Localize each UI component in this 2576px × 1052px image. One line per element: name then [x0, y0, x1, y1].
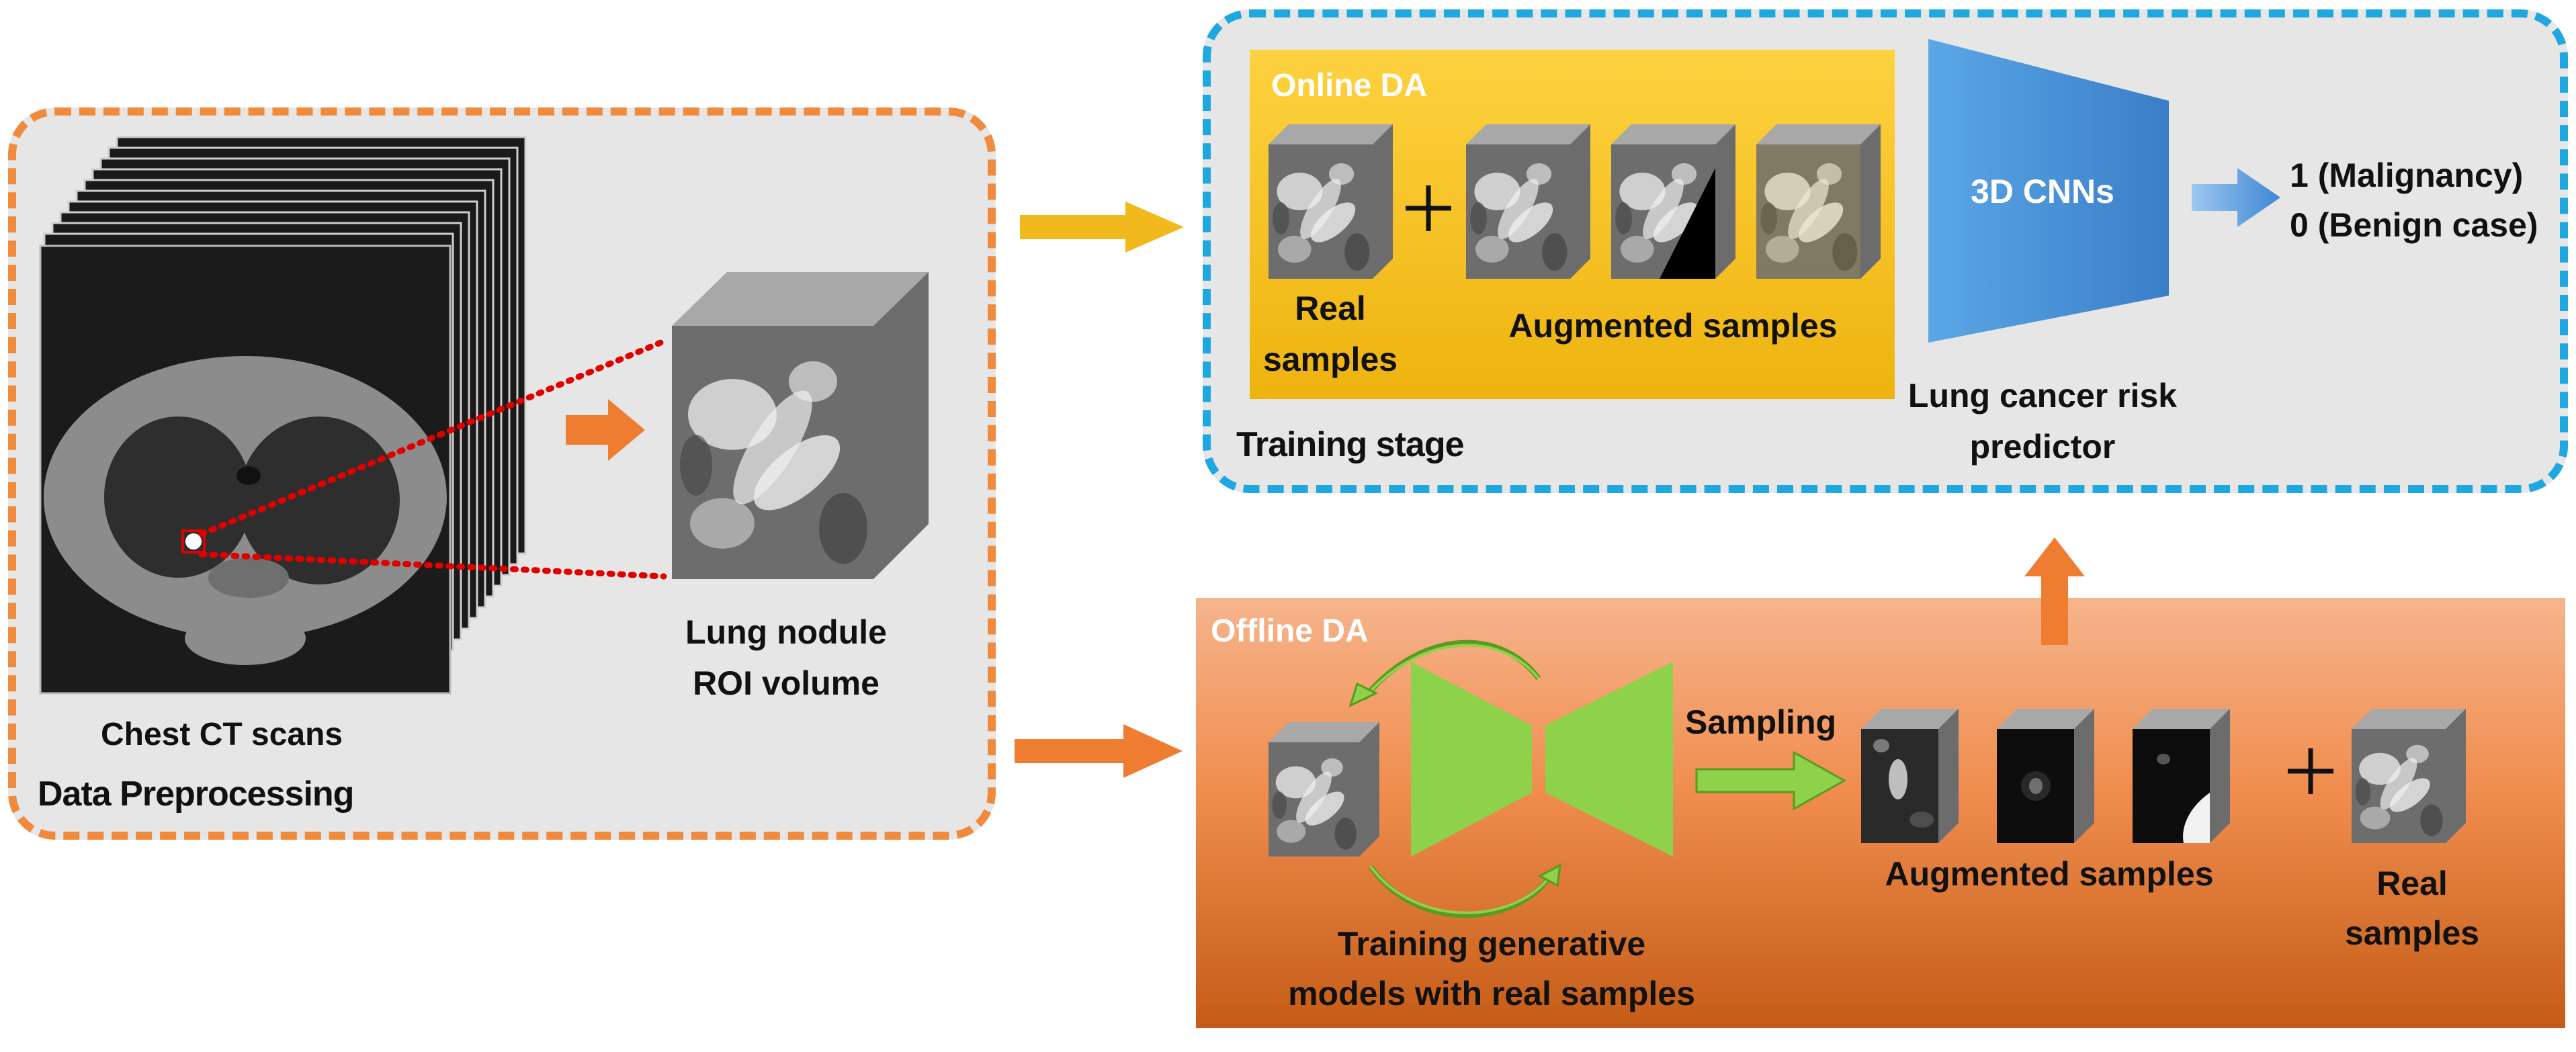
offline-real-line1: Real: [2376, 865, 2448, 902]
offline-augmented-label: Augmented samples: [1885, 855, 2214, 893]
offline-real-cube: [2352, 709, 2466, 843]
decoder-icon: [1545, 662, 1673, 857]
plus-icon-offline: [2288, 748, 2333, 794]
training-generative-line2: models with real samples: [1288, 975, 1695, 1012]
augmented-cube-1: [1466, 124, 1590, 279]
offline-da-title: Offline DA: [1211, 613, 1369, 649]
cnn-model-icon: [1928, 39, 2169, 343]
training-generative-line1: Training generative: [1337, 925, 1646, 963]
offline-input-cube: [1269, 722, 1379, 857]
online-da-title: Online DA: [1271, 68, 1428, 103]
augmented-cube-3: [1756, 124, 1881, 279]
offline-augmented-cube-2: [1997, 709, 2094, 843]
arrow-to-offline-icon: [1015, 724, 1183, 778]
online-real-line2: samples: [1262, 341, 1398, 378]
roi-volume-cube: [672, 272, 929, 579]
online-real-line1: Real: [1295, 290, 1366, 327]
ct-scan-stack: [39, 136, 527, 695]
encoder-icon: [1411, 662, 1532, 857]
roi-label-line2: ROI volume: [693, 664, 879, 702]
left-lung-icon: [104, 417, 252, 578]
zoom-line-top: [198, 338, 667, 537]
zoom-line-bottom: [198, 551, 667, 580]
plus-icon-online: [1406, 185, 1451, 231]
arrow-to-training-icon: [1020, 202, 1184, 253]
offline-augmented-cube-3: [2133, 709, 2230, 843]
predictor-line1: Lung cancer risk: [1907, 377, 2178, 414]
predictor-line2: predictor: [1969, 428, 2116, 466]
real-sample-cube: [1269, 124, 1393, 279]
output-benign: 0 (Benign case): [2290, 206, 2538, 244]
ct-scans-label: Chest CT scans: [101, 717, 343, 752]
training-stage-title: Training stage: [1236, 425, 1465, 464]
output-malignancy: 1 (Malignancy): [2290, 157, 2524, 194]
sampling-label: Sampling: [1685, 703, 1837, 741]
sampling-arrow-icon: [1695, 750, 1847, 811]
arrow-offline-to-training-icon: [2024, 537, 2085, 645]
roi-label-line1: Lung nodule: [685, 613, 887, 651]
preprocessing-title: Data Preprocessing: [38, 775, 354, 814]
nodule-icon: [185, 533, 202, 550]
online-augmented-label: Augmented samples: [1508, 307, 1838, 345]
preprocess-arrow-icon: [566, 399, 645, 461]
augmented-cube-2: [1611, 124, 1735, 279]
right-lung-icon: [239, 417, 400, 584]
offline-augmented-cube-1: [1861, 709, 1959, 843]
offline-real-line2: samples: [2344, 914, 2480, 952]
output-arrow-icon: [2192, 168, 2280, 227]
curved-arrow-bottom-icon: [1368, 865, 1555, 918]
cnn-label: 3D CNNs: [1971, 173, 2114, 210]
